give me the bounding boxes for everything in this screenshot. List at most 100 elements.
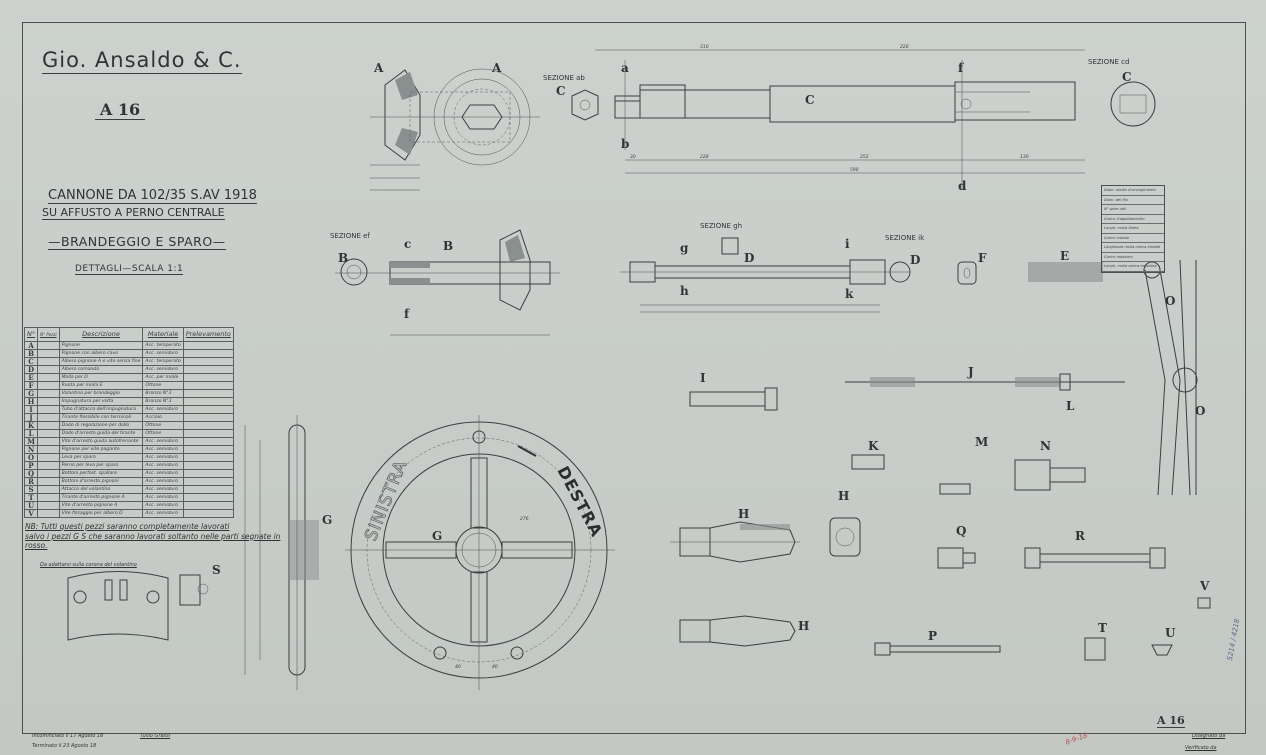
- row-count: [37, 421, 60, 430]
- row-source: [182, 461, 234, 470]
- row-material: Bronzo N°3: [142, 389, 184, 398]
- label-u: U: [1165, 626, 1176, 640]
- label-b-cut: b: [621, 137, 629, 151]
- label-b: B: [443, 239, 453, 253]
- note-line-3: rosso.: [25, 541, 48, 550]
- col-description: Descrizione: [58, 327, 144, 342]
- dim-252: 252: [860, 154, 869, 160]
- row-material: Acc. semiduro: [142, 453, 184, 462]
- row-count: [37, 509, 60, 518]
- table-row: U Vite d'arresto pignone A Acc. semiduro: [23, 501, 234, 510]
- table-row: F Ruota per molla E Ottone: [23, 381, 234, 390]
- row-count: [37, 341, 60, 350]
- row-description: Molla per D: [58, 373, 144, 382]
- row-count: [37, 389, 60, 398]
- drawing-code-bottom: A 16: [1157, 714, 1185, 728]
- table-row: Q Bottoni perfost. spallare Acc. semidur…: [23, 469, 234, 478]
- col-letter: N°: [23, 327, 39, 342]
- title-line-1: CANNONE DA 102/35 S.AV 1918: [48, 188, 257, 204]
- label-c-cut: c: [404, 237, 411, 251]
- table-row: B Pignone con albero cavo Acc. semiduro: [23, 349, 234, 358]
- col-material: Materiale: [142, 327, 184, 342]
- row-material: Acc. semiduro: [142, 437, 184, 446]
- label-v: V: [1199, 579, 1210, 593]
- table-row: K Dado di regolazione per dollo Ottone: [23, 421, 234, 430]
- row-description: Tirante flessibile con terminali: [58, 413, 144, 422]
- table-row: G Volantino per brandeggio Bronzo N°3: [23, 389, 234, 398]
- label-a1: A: [373, 61, 384, 75]
- row-count: [37, 405, 60, 414]
- row-material: Acc. per molle: [142, 373, 184, 382]
- row-source: [182, 469, 234, 478]
- label-h2: H: [798, 619, 809, 633]
- label-i-cut: i: [845, 237, 850, 251]
- row-count: [37, 357, 60, 366]
- note: NB: Tutti questi pezzi saranno completam…: [25, 522, 287, 551]
- spring-table-row: Lungh. molla libera: [1102, 224, 1164, 234]
- title-line-4: DETTAGLI—SCALA 1:1: [75, 264, 184, 275]
- drawing-frame: [22, 22, 1246, 734]
- shaft-d-drawing: D D h g i k SEZIONE gh SEZIONE ik: [620, 222, 925, 313]
- date-finished: Terminato il 23 Agosto 18: [32, 743, 97, 749]
- row-description: Albero pignone A e vite senza fine: [58, 357, 144, 366]
- label-r: R: [1075, 529, 1086, 543]
- spring-table-row: Diam. medio d'avvolgimento: [1102, 186, 1164, 196]
- row-material: Bronzo N°3: [142, 397, 184, 406]
- table-row: T Tirante d'arresto pignone A Acc. semid…: [23, 493, 234, 502]
- table-row: E Molla per D Acc. per molle: [23, 373, 234, 382]
- company-name: Gio. Ansaldo & C.: [42, 48, 242, 74]
- spring-table-row: N° spire utili: [1102, 205, 1164, 215]
- label-h1: H: [738, 507, 749, 521]
- label-d-section: D: [910, 253, 920, 267]
- table-row: A Pignone Acc. temperato: [23, 341, 234, 350]
- row-source: [182, 341, 234, 350]
- row-count: [37, 493, 60, 502]
- row-source: [182, 429, 234, 438]
- label-e: E: [1060, 249, 1069, 263]
- row-description: Vite fissaggio per albero D: [58, 509, 144, 518]
- row-source: [182, 485, 234, 494]
- row-material: Ottone: [142, 421, 184, 430]
- section-ik: SEZIONE ik: [885, 234, 925, 242]
- row-material: Ottone: [142, 381, 184, 390]
- label-s: S: [212, 563, 221, 577]
- row-source: [182, 373, 234, 382]
- title-line-2: SU AFFUSTO A PERNO CENTRALE: [42, 206, 225, 220]
- row-count: [37, 429, 60, 438]
- row-count: [37, 373, 60, 382]
- row-description: Perno per leva per sparo: [58, 461, 144, 470]
- row-material: Acc. semiduro: [142, 477, 184, 486]
- table-row: N Pignone per vite paganto Acc. semiduro: [23, 445, 234, 454]
- row-count: [37, 485, 60, 494]
- row-material: Acc. semiduro: [142, 485, 184, 494]
- title-line-3: —BRANDEGGIO E SPARO—: [48, 234, 226, 250]
- row-source: [182, 453, 234, 462]
- table-row: M Vite d'arresto guida autofrenante Acc.…: [23, 437, 234, 446]
- row-description: Vite d'arresto guida autofrenante: [58, 437, 144, 446]
- drawing-code: A 16: [95, 100, 145, 120]
- label-g-cut: g: [680, 241, 689, 255]
- spring-table-row: Lunghezza molla carica iniziale: [1102, 243, 1164, 253]
- row-material: Acc. semiduro: [142, 493, 184, 502]
- dim-276: 276: [520, 516, 529, 522]
- label-a2: A: [491, 61, 502, 75]
- table-row: L Dado d'arresto guida del tirante Otton…: [23, 429, 234, 438]
- row-count: [37, 381, 60, 390]
- row-material: Acc. semiduro: [142, 349, 184, 358]
- pinion-b-drawing: B B c f SEZIONE ef: [330, 229, 560, 336]
- row-material: Acc. semiduro: [142, 405, 184, 414]
- part-s-drawing: S: [67, 563, 221, 641]
- row-material: Acc. semiduro: [142, 469, 184, 478]
- row-description: Pignone per vite paganto: [58, 445, 144, 454]
- dim-40a: 40: [455, 664, 461, 670]
- row-count: [37, 445, 60, 454]
- pinion-a-drawing: A A: [370, 61, 540, 191]
- handwheel-front-view: G SINISTRA DESTRA 40 40 276: [345, 415, 615, 690]
- table-row: O Leva per sparo Acc. semiduro: [23, 453, 234, 462]
- spring-table-row: Diam. del filo: [1102, 196, 1164, 205]
- row-description: Tirante d'arresto pignone A: [58, 493, 144, 502]
- label-c: C: [805, 93, 815, 107]
- row-count: [37, 397, 60, 406]
- dim-30: 30: [630, 154, 636, 160]
